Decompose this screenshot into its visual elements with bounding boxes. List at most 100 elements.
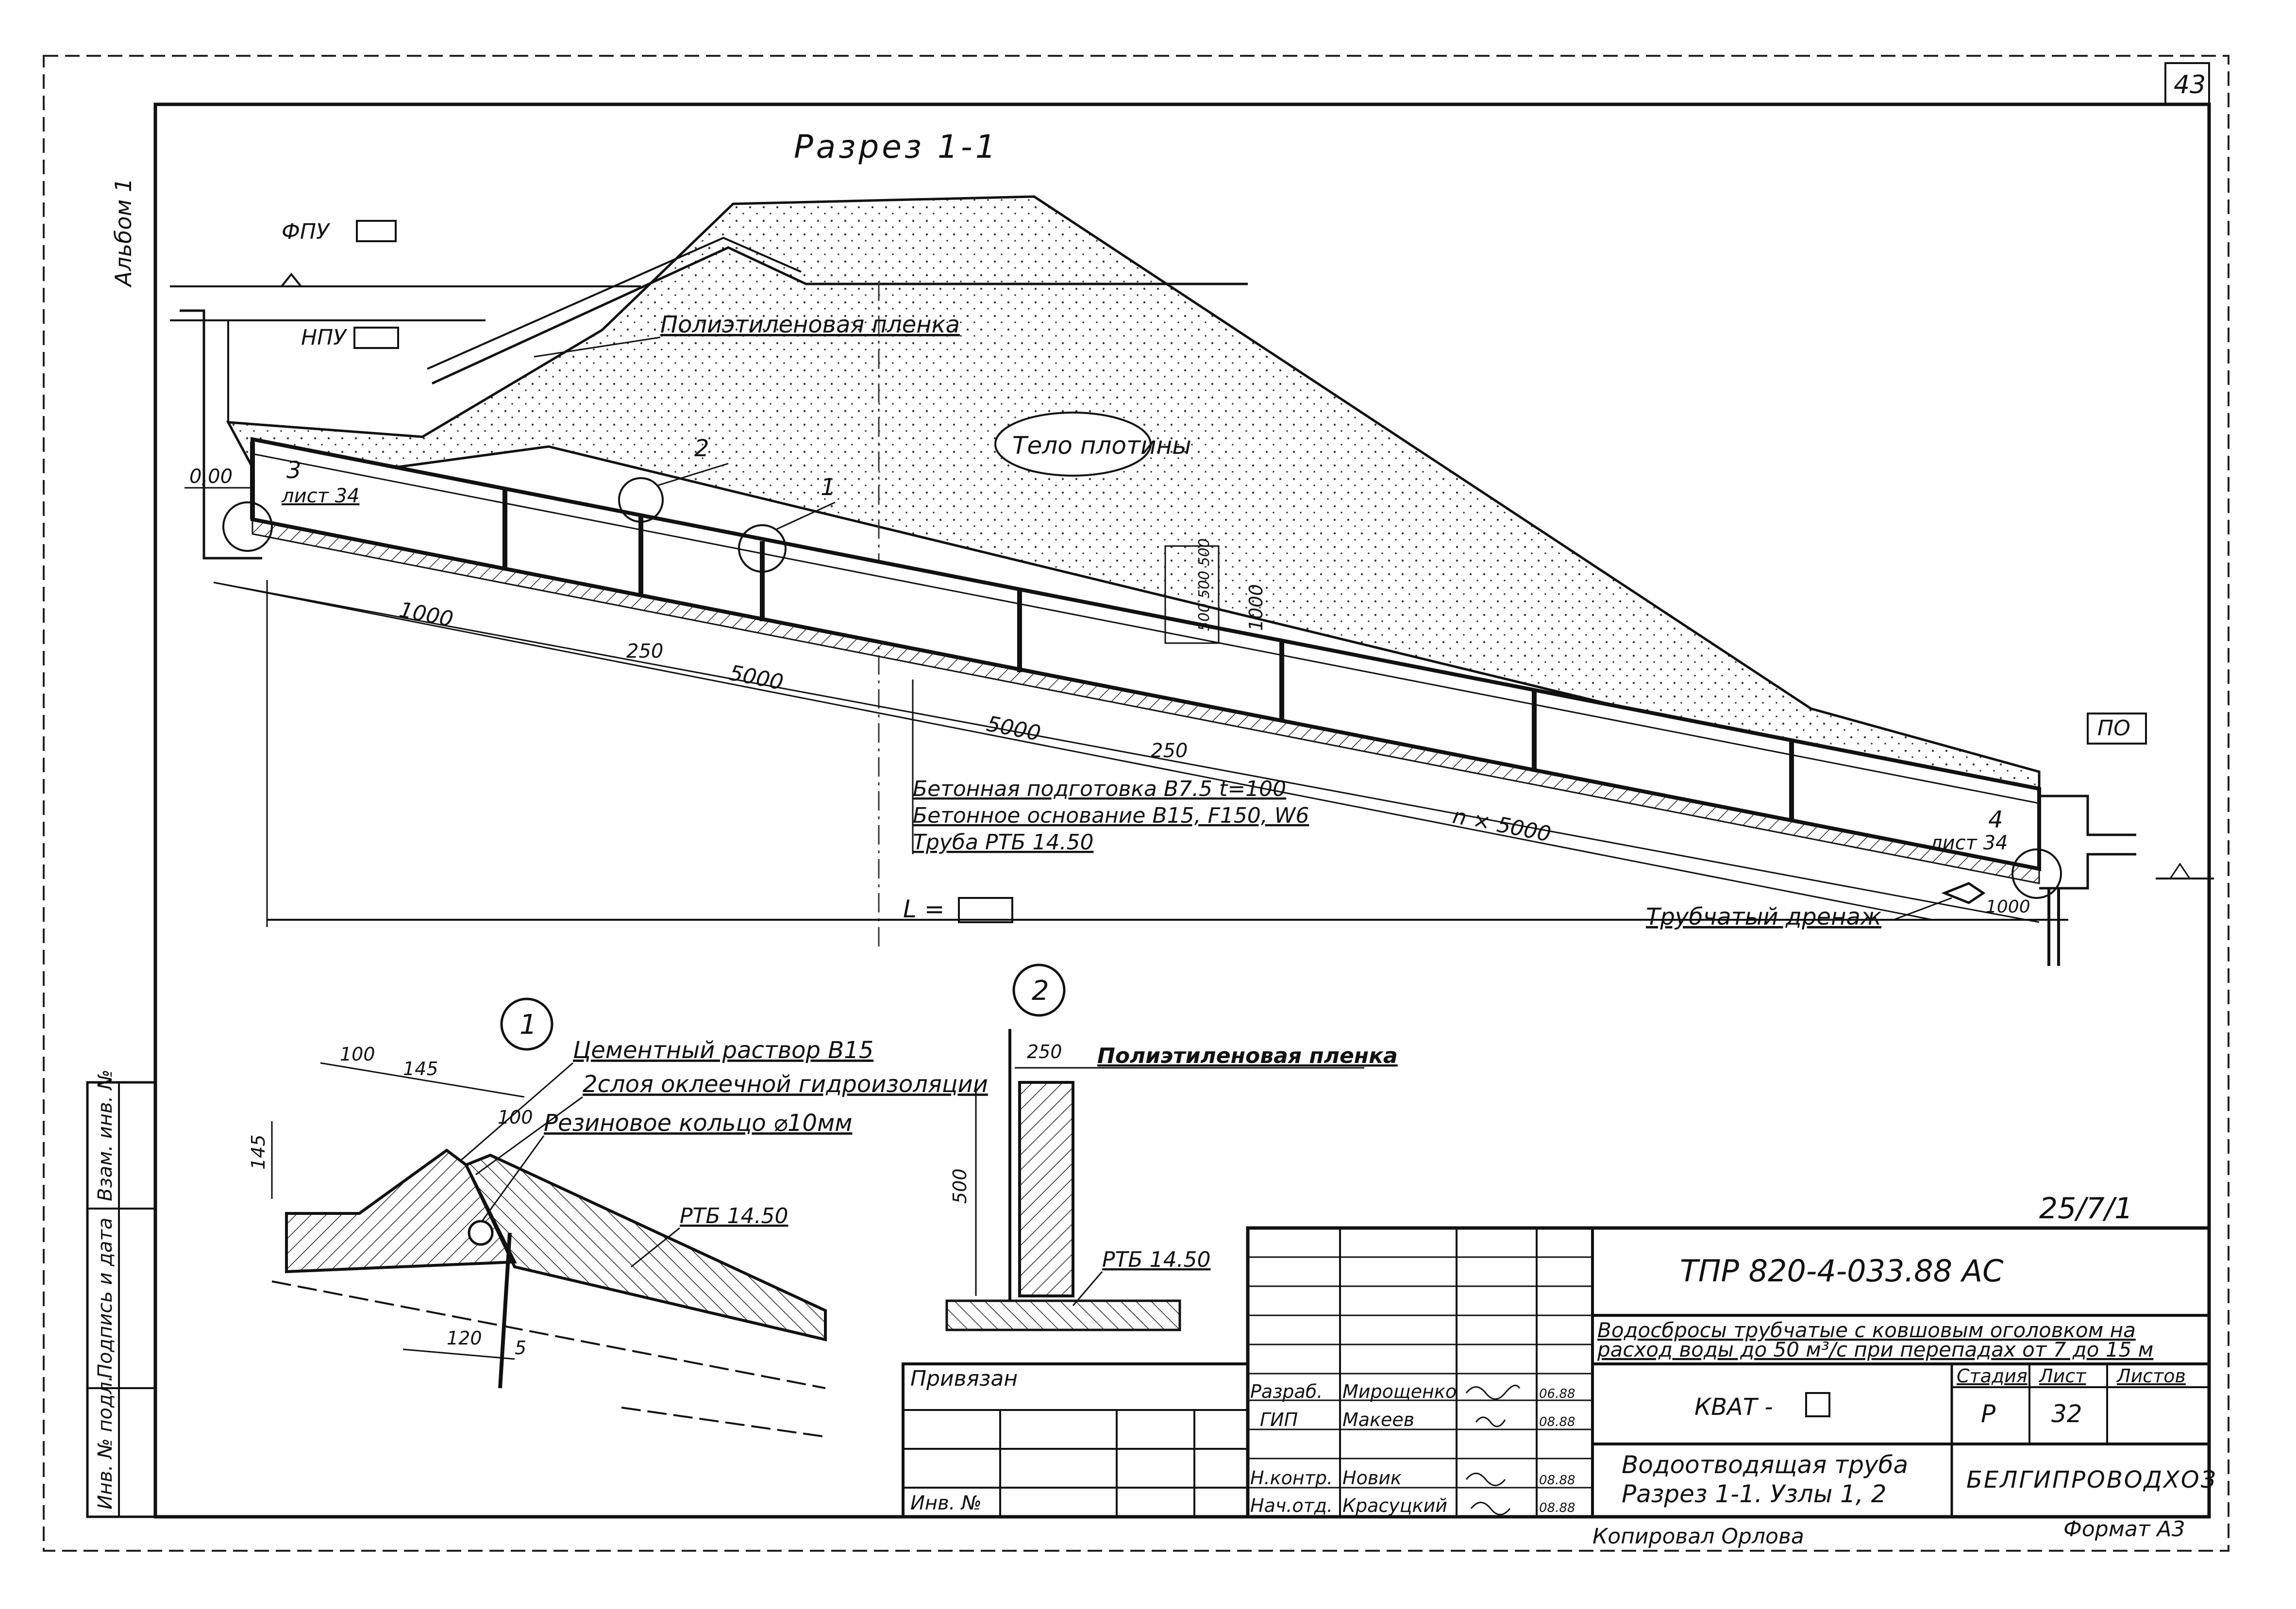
sig-role-3: Нач.отд.	[1250, 1495, 1333, 1516]
film-label: Полиэтиленовая пленка	[660, 311, 960, 338]
sig-name-2: Новик	[1342, 1467, 1402, 1489]
kvat-label: КВАТ -	[1694, 1393, 1773, 1421]
po-box	[2087, 713, 2147, 745]
sig-date-3: 08.88	[1539, 1501, 1575, 1515]
node2-base	[945, 1299, 1181, 1331]
node2-dim-250: 250	[1027, 1041, 1062, 1062]
sig-date-1: 08.88	[1539, 1415, 1575, 1429]
side-stamp-replaced: Взам. инв. №	[94, 1069, 117, 1201]
copied-by: Копировал Орлова	[1592, 1524, 1804, 1549]
signature-scribbles	[1465, 1384, 1521, 1515]
npu-box	[353, 327, 399, 349]
layer-1: Бетонная подготовка В7.5 t=100	[913, 777, 1286, 801]
dam-body-label: Тело плотины	[1012, 431, 1191, 460]
title-block	[902, 1226, 2211, 1519]
intake-wall	[180, 309, 262, 560]
node1-detail-marker: 1	[520, 1009, 537, 1041]
node1-dim-100-b: 100	[498, 1107, 533, 1128]
organization: БЕЛГИПРОВОДХОЗ	[1966, 1466, 2217, 1493]
dim-1000-left: 1000	[397, 597, 455, 632]
node1-leader	[776, 501, 836, 530]
node4-marker: 4	[1988, 806, 2003, 833]
node1-dim-145-b: 145	[248, 1134, 269, 1170]
node1-circle[interactable]	[738, 524, 787, 573]
drain-ellipse	[1941, 882, 1986, 904]
dim-nx5000: n × 5000	[1451, 804, 1553, 847]
dim-line-lower	[213, 581, 1933, 921]
drain-label: Трубчатый дренаж	[1646, 903, 1881, 930]
po-label: ПО	[2097, 716, 2130, 741]
node1-bottom-line	[621, 1407, 826, 1438]
node1-dim-bottom	[402, 1348, 515, 1360]
dim-5000-a: 5000	[727, 661, 786, 695]
doc-code: ТПР 820-4-033.88 АС	[1680, 1253, 2004, 1289]
pipe-joints	[250, 442, 1794, 820]
description-line1: Водосбросы трубчатые с ковшовым оголовко…	[1597, 1318, 2136, 1342]
stage-header: Стадия	[1957, 1365, 2028, 1387]
dim-vertical-stack: 500 500 500	[1196, 538, 1213, 631]
node2-wall	[1018, 1081, 1074, 1297]
sheets-header: Листов	[2116, 1365, 2186, 1387]
node2-circle[interactable]	[618, 477, 664, 523]
node1-dim-145-a: 145	[403, 1058, 438, 1079]
dim-250-a: 250	[626, 640, 663, 663]
film-line	[427, 236, 802, 370]
node1-dim-5: 5	[515, 1337, 526, 1359]
layer-3: Труба РТБ 14.50	[913, 830, 1093, 855]
sig-date-0: 06.88	[1539, 1387, 1575, 1401]
node1-joint-line	[498, 1232, 512, 1389]
side-stamp-frame	[86, 1081, 157, 1518]
sig-date-2: 08.88	[1539, 1473, 1575, 1488]
pipe-inner-top	[252, 453, 2040, 804]
dam-body-label-outline	[994, 412, 1152, 477]
film-leader	[534, 336, 661, 358]
intake-wall-2	[214, 319, 229, 422]
sig-name-1: Макеев	[1342, 1409, 1414, 1430]
node4-circle[interactable]	[2011, 848, 2062, 899]
node2-film-label: Полиэтиленовая пленка	[1097, 1044, 1398, 1068]
node1-dim-100-a: 100	[340, 1044, 375, 1065]
inv-no-label: Инв. №	[910, 1492, 982, 1514]
node3-marker: 3	[286, 457, 302, 484]
side-stamp-signature: Подпись и дата	[94, 1218, 117, 1378]
L-label: L =	[903, 895, 945, 923]
node1-pipe-leader	[631, 1227, 680, 1268]
dam-core-line	[431, 246, 1248, 385]
sig-role-2: Н.контр.	[1250, 1467, 1333, 1489]
node1-detail-marker-circle	[500, 997, 553, 1051]
node2-detail-marker: 2	[1032, 975, 1049, 1007]
dim-1000-right: 1000	[1986, 897, 2030, 917]
page-number: 43	[2174, 70, 2206, 100]
side-stamp-inv: Инв. № подл.	[94, 1376, 117, 1509]
dim-250-b: 250	[1151, 740, 1188, 762]
node3-circle[interactable]	[222, 501, 273, 552]
outlet-wall-2	[2039, 853, 2136, 890]
format-label: Формат А3	[2063, 1517, 2185, 1542]
node1-pipe-label: РТБ 14.50	[680, 1204, 788, 1228]
node1-callout-leader-1	[461, 1062, 573, 1161]
sheet-ref-left: лист 34	[281, 485, 359, 507]
vertical-dim-frame	[1164, 545, 1220, 644]
description-line2: расход воды до 50 м³/с при перепадах от …	[1597, 1338, 2153, 1361]
node1-dim-120: 120	[447, 1327, 482, 1349]
outlet-level-triangle	[2169, 863, 2191, 879]
page-number-box	[2164, 62, 2210, 105]
L-box	[958, 897, 1013, 923]
node1-base-line	[271, 1280, 826, 1389]
sheet-header: Лист	[2038, 1365, 2087, 1387]
sheet-ref-right: лист 34	[1929, 832, 2008, 854]
node2-pipe-leader	[1072, 1271, 1103, 1306]
node1-marker: 1	[821, 474, 836, 501]
handwritten-code: 25/7/1	[2039, 1192, 2133, 1226]
node2-leader	[657, 463, 729, 486]
sig-role-0: Разраб.	[1250, 1381, 1323, 1402]
album-label: Альбом 1	[110, 178, 136, 288]
dim-5000-b: 5000	[985, 712, 1043, 746]
elevation-label: 0,00	[189, 465, 233, 488]
privyazan-label: Привязан	[910, 1366, 1018, 1391]
sig-name-3: Красуцкий	[1342, 1495, 1447, 1516]
pipe-base	[251, 518, 2040, 884]
sig-role-1: ГИП	[1260, 1409, 1298, 1430]
fpu-label: ФПУ	[282, 219, 331, 244]
